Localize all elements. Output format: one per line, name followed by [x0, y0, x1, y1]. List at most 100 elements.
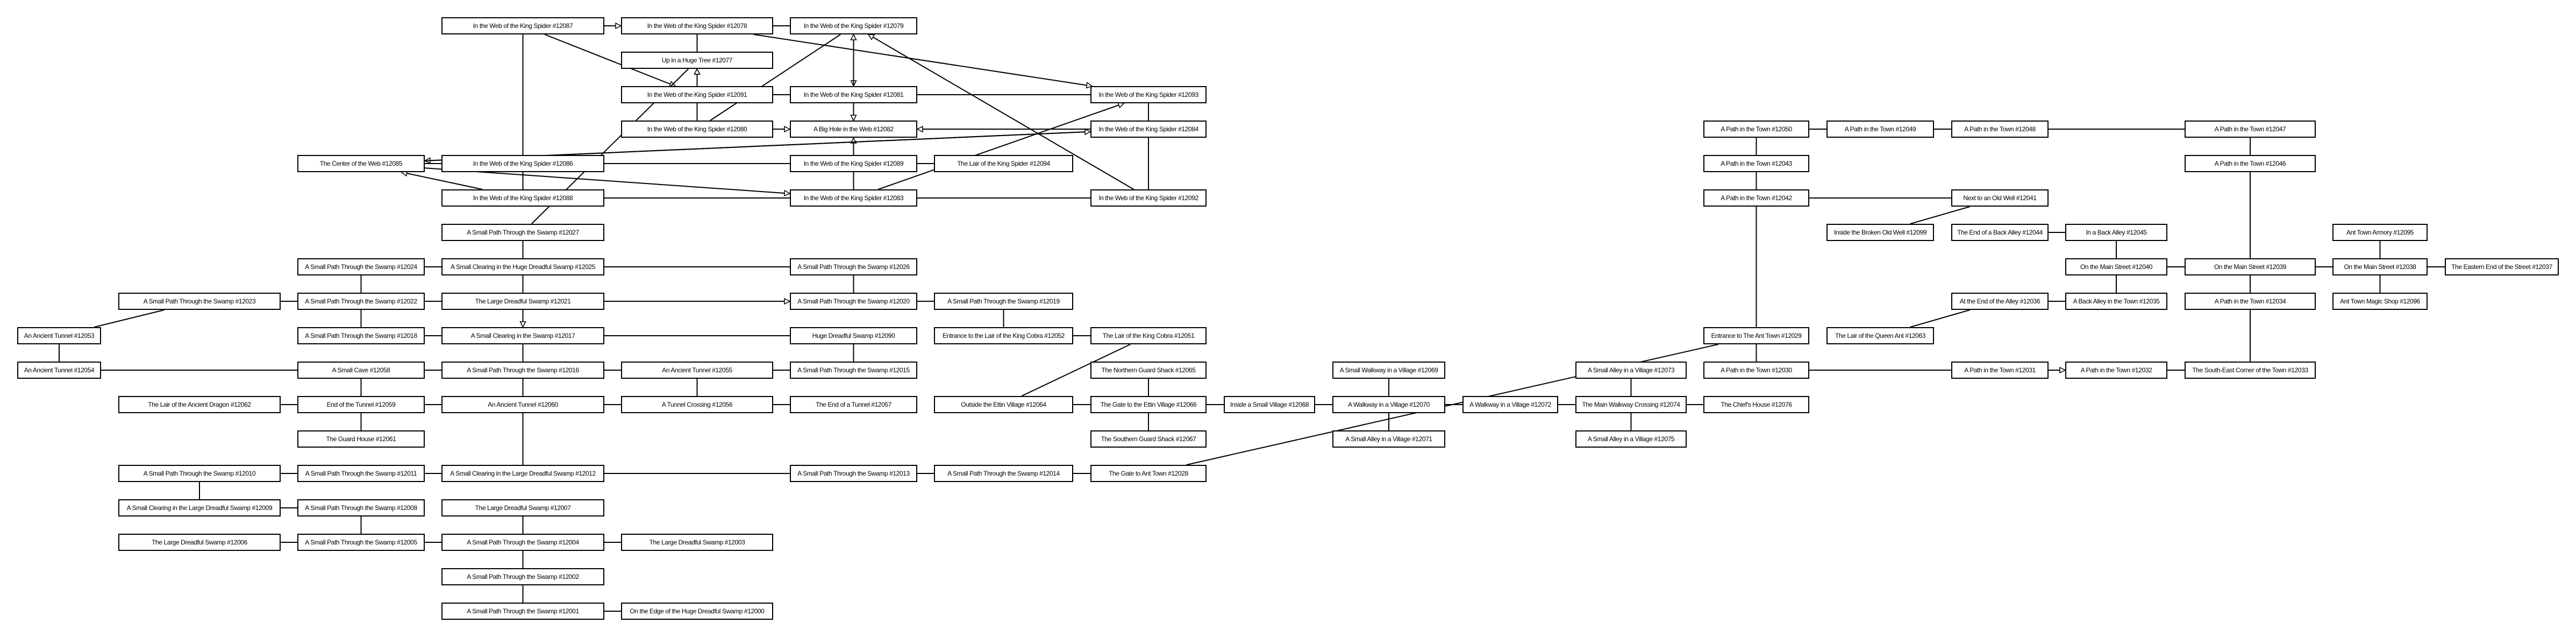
room-node-12032[interactable]: A Path in the Town #12032: [2065, 362, 2167, 379]
room-node-12046[interactable]: A Path in the Town #12046: [2185, 155, 2316, 172]
room-node-12066[interactable]: The Gate to the Ettin Village #12066: [1090, 396, 1207, 413]
room-node-12039[interactable]: On the Main Street #12039: [2185, 258, 2316, 275]
room-node-12054[interactable]: An Ancient Tunnel #12054: [17, 362, 101, 379]
room-node-12037[interactable]: The Eastern End of the Street #12037: [2445, 258, 2559, 275]
room-node-12061[interactable]: The Guard House #12061: [297, 430, 425, 448]
room-node-12048[interactable]: A Path in the Town #12048: [1951, 121, 2049, 138]
room-node-12004[interactable]: A Small Path Through the Swamp #12004: [441, 534, 604, 551]
room-node-12078[interactable]: In the Web of the King Spider #12078: [621, 17, 773, 34]
room-node-12074[interactable]: The Main Walkway Crossing #12074: [1575, 396, 1687, 413]
room-node-12016[interactable]: A Small Path Through the Swamp #12016: [441, 362, 604, 379]
room-node-12015[interactable]: A Small Path Through the Swamp #12015: [790, 362, 917, 379]
room-node-12088[interactable]: In the Web of the King Spider #12088: [441, 189, 604, 207]
room-node-12026[interactable]: A Small Path Through the Swamp #12026: [790, 258, 917, 275]
room-node-12006[interactable]: The Large Dreadful Swamp #12006: [118, 534, 281, 551]
room-node-12022[interactable]: A Small Path Through the Swamp #12022: [297, 293, 425, 310]
room-node-12043[interactable]: A Path in the Town #12043: [1703, 155, 1809, 172]
room-node-12030[interactable]: A Path in the Town #12030: [1703, 362, 1809, 379]
room-node-12058[interactable]: A Small Cave #12058: [297, 362, 425, 379]
room-node-12068[interactable]: Inside a Small Village #12068: [1224, 396, 1315, 413]
room-node-12080[interactable]: In the Web of the King Spider #12080: [621, 121, 773, 138]
room-node-12000[interactable]: On the Edge of the Huge Dreadful Swamp #…: [621, 603, 773, 620]
room-node-12073[interactable]: A Small Alley in a Village #12073: [1575, 362, 1687, 379]
room-node-12077[interactable]: Up in a Huge Tree #12077: [621, 52, 773, 69]
room-label: A Small Clearing in the Large Dreadful S…: [126, 504, 273, 512]
room-node-12042[interactable]: A Path in the Town #12042: [1703, 189, 1809, 207]
room-node-12071[interactable]: A Small Alley in a Village #12071: [1332, 430, 1445, 448]
room-node-12033[interactable]: The South-East Corner of the Town #12033: [2185, 362, 2316, 379]
room-node-12052[interactable]: Entrance to the Lair of the King Cobra #…: [934, 327, 1073, 344]
room-node-12051[interactable]: The Lair of the King Cobra #12051: [1090, 327, 1207, 344]
room-node-12011[interactable]: A Small Path Through the Swamp #12011: [297, 465, 425, 482]
room-node-12047[interactable]: A Path in the Town #12047: [2185, 121, 2316, 138]
room-node-12003[interactable]: The Large Dreadful Swamp #12003: [621, 534, 773, 551]
room-node-12024[interactable]: A Small Path Through the Swamp #12024: [297, 258, 425, 275]
room-node-12044[interactable]: The End of a Back Alley #12044: [1951, 224, 2049, 241]
room-node-12031[interactable]: A Path in the Town #12031: [1951, 362, 2049, 379]
room-node-12014[interactable]: A Small Path Through the Swamp #12014: [934, 465, 1073, 482]
room-node-12083[interactable]: In the Web of the King Spider #12083: [790, 189, 917, 207]
room-node-12065[interactable]: The Northern Guard Shack #12065: [1090, 362, 1207, 379]
room-node-12089[interactable]: In the Web of the King Spider #12089: [790, 155, 917, 172]
room-node-12036[interactable]: At the End of the Alley #12036: [1951, 293, 2049, 310]
room-node-12067[interactable]: The Southern Guard Shack #12067: [1090, 430, 1207, 448]
room-node-12099[interactable]: Inside the Broken Old Well #12099: [1826, 224, 1934, 241]
room-node-12062[interactable]: The Lair of the Ancient Dragon #12062: [118, 396, 281, 413]
room-node-12001[interactable]: A Small Path Through the Swamp #12001: [441, 603, 604, 620]
room-node-12035[interactable]: A Back Alley in the Town #12035: [2065, 293, 2167, 310]
room-node-12008[interactable]: A Small Path Through the Swamp #12008: [297, 499, 425, 516]
room-node-12093[interactable]: In the Web of the King Spider #12093: [1090, 86, 1207, 103]
room-node-12053[interactable]: An Ancient Tunnel #12053: [17, 327, 101, 344]
room-node-12018[interactable]: A Small Path Through the Swamp #12018: [297, 327, 425, 344]
room-node-12027[interactable]: A Small Path Through the Swamp #12027: [441, 224, 604, 241]
room-node-12081[interactable]: In the Web of the King Spider #12081: [790, 86, 917, 103]
room-node-12085[interactable]: The Center of the Web #12085: [297, 155, 425, 172]
room-node-12091[interactable]: In the Web of the King Spider #12091: [621, 86, 773, 103]
room-node-12007[interactable]: The Large Dreadful Swamp #12007: [441, 499, 604, 516]
room-node-12041[interactable]: Next to an Old Well #12041: [1951, 189, 2049, 207]
room-node-12010[interactable]: A Small Path Through the Swamp #12010: [118, 465, 281, 482]
room-node-12017[interactable]: A Small Clearing in the Swamp #12017: [441, 327, 604, 344]
room-node-12094[interactable]: The Lair of the King Spider #12094: [934, 155, 1073, 172]
room-node-12059[interactable]: End of the Tunnel #12059: [297, 396, 425, 413]
room-node-12090[interactable]: Huge Dreadful Swamp #12090: [790, 327, 917, 344]
room-node-12086[interactable]: In the Web of the King Spider #12086: [441, 155, 604, 172]
room-node-12079[interactable]: In the Web of the King Spider #12079: [790, 17, 917, 34]
room-node-12057[interactable]: The End of a Tunnel #12057: [790, 396, 917, 413]
room-node-12075[interactable]: A Small Alley in a Village #12075: [1575, 430, 1687, 448]
room-node-12013[interactable]: A Small Path Through the Swamp #12013: [790, 465, 917, 482]
room-node-12002[interactable]: A Small Path Through the Swamp #12002: [441, 568, 604, 585]
room-node-12025[interactable]: A Small Clearing in the Huge Dreadful Sw…: [441, 258, 604, 275]
room-node-12060[interactable]: An Ancient Tunnel #12060: [441, 396, 604, 413]
room-node-12040[interactable]: On the Main Street #12040: [2065, 258, 2167, 275]
room-node-12092[interactable]: In the Web of the King Spider #12092: [1090, 189, 1207, 207]
room-node-12028[interactable]: The Gate to Ant Town #12028: [1090, 465, 1207, 482]
room-node-12034[interactable]: A Path in the Town #12034: [2185, 293, 2316, 310]
room-node-12084[interactable]: In the Web of the King Spider #12084: [1090, 121, 1207, 138]
room-node-12063[interactable]: The Lair of the Queen Ant #12063: [1826, 327, 1934, 344]
room-node-12019[interactable]: A Small Path Through the Swamp #12019: [934, 293, 1073, 310]
room-node-12038[interactable]: On the Main Street #12038: [2332, 258, 2428, 275]
room-node-12045[interactable]: In a Back Alley #12045: [2065, 224, 2167, 241]
room-label: A Path in the Town #12034: [2214, 298, 2286, 305]
room-node-12021[interactable]: The Large Dreadful Swamp #12021: [441, 293, 604, 310]
room-node-12064[interactable]: Outside the Ettin Village #12064: [934, 396, 1073, 413]
room-node-12029[interactable]: Entrance to The Ant Town #12029: [1703, 327, 1809, 344]
room-node-12012[interactable]: A Small Clearing in the Large Dreadful S…: [441, 465, 604, 482]
room-node-12050[interactable]: A Path in the Town #12050: [1703, 121, 1809, 138]
room-node-12009[interactable]: A Small Clearing in the Large Dreadful S…: [118, 499, 281, 516]
room-node-12082[interactable]: A Big Hole in the Web #12082: [790, 121, 917, 138]
room-node-12056[interactable]: A Tunnel Crossing #12056: [621, 396, 773, 413]
room-node-12095[interactable]: Ant Town Armory #12095: [2332, 224, 2428, 241]
room-node-12087[interactable]: In the Web of the King Spider #12087: [441, 17, 604, 34]
room-node-12096[interactable]: Ant Town Magic Shop #12096: [2332, 293, 2428, 310]
room-node-12069[interactable]: A Small Walkway in a Village #12069: [1332, 362, 1445, 379]
room-node-12023[interactable]: A Small Path Through the Swamp #12023: [118, 293, 281, 310]
room-node-12049[interactable]: A Path in the Town #12049: [1826, 121, 1934, 138]
room-node-12076[interactable]: The Chief's House #12076: [1703, 396, 1809, 413]
room-node-12005[interactable]: A Small Path Through the Swamp #12005: [297, 534, 425, 551]
room-node-12020[interactable]: A Small Path Through the Swamp #12020: [790, 293, 917, 310]
room-node-12070[interactable]: A Walkway in a Village #12070: [1332, 396, 1445, 413]
room-node-12055[interactable]: An Ancient Tunnel #12055: [621, 362, 773, 379]
room-node-12072[interactable]: A Walkway in a Village #12072: [1462, 396, 1558, 413]
